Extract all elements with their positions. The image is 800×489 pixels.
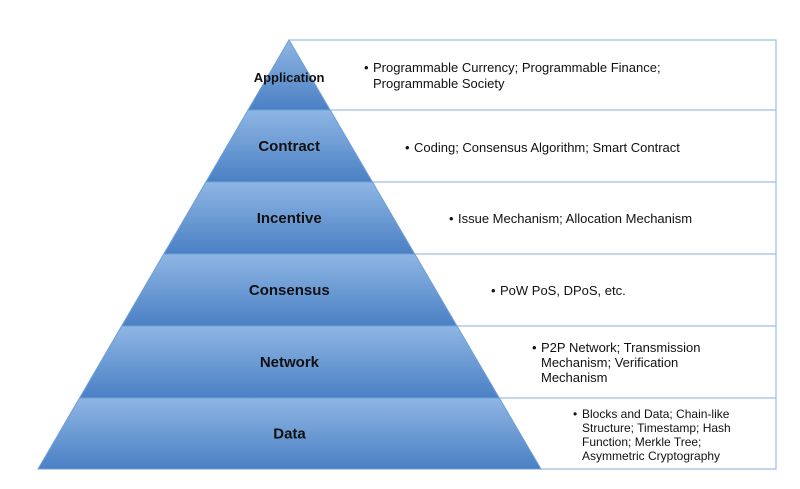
layer-label-incentive: Incentive <box>257 210 322 227</box>
layer-label-consensus: Consensus <box>249 282 330 299</box>
description-line: Issue Mechanism; Allocation Mechanism <box>458 211 693 226</box>
description-line: Programmable Society <box>373 76 505 91</box>
description-line: Mechanism; Verification <box>541 355 679 370</box>
description-line: Coding; Consensus Algorithm; Smart Contr… <box>414 140 680 155</box>
pyramid <box>37 39 542 470</box>
description-line: Blocks and Data; Chain-like <box>582 407 730 421</box>
description-line: Function; Merkle Tree; <box>582 435 702 449</box>
bullet-icon: • <box>364 60 369 75</box>
description-line: PoW PoS, DPoS, etc. <box>500 283 626 298</box>
bullet-icon: • <box>573 407 578 421</box>
pyramid-layer-data <box>37 397 542 470</box>
layer-description-application: • Programmable Currency; Programmable Fin… <box>364 60 661 92</box>
description-table <box>289 39 777 470</box>
description-line: Asymmetric Cryptography <box>582 449 721 463</box>
bullet-icon: • <box>405 140 410 155</box>
bullet-icon: • <box>532 340 537 355</box>
layer-description-incentive: • Issue Mechanism; Allocation Mechanism <box>449 211 693 227</box>
layer-label-network: Network <box>260 354 320 371</box>
layer-labels: ApplicationContractIncentiveConsensusNet… <box>249 70 330 443</box>
description-line: Mechanism <box>541 370 608 385</box>
layer-label-contract: Contract <box>258 138 320 155</box>
layer-label-data: Data <box>273 426 306 443</box>
layer-description-contract: • Coding; Consensus Algorithm; Smart Cont… <box>405 140 680 156</box>
bullet-icon: • <box>449 211 454 226</box>
bullet-icon: • <box>491 283 496 298</box>
description-line: Programmable Currency; Programmable Fina… <box>373 60 661 75</box>
layer-label-application: Application <box>254 70 325 85</box>
description-line: Structure; Timestamp; Hash <box>582 421 731 435</box>
description-line: P2P Network; Transmission <box>541 340 701 355</box>
layer-description-consensus: • PoW PoS, DPoS, etc. <box>491 283 626 299</box>
